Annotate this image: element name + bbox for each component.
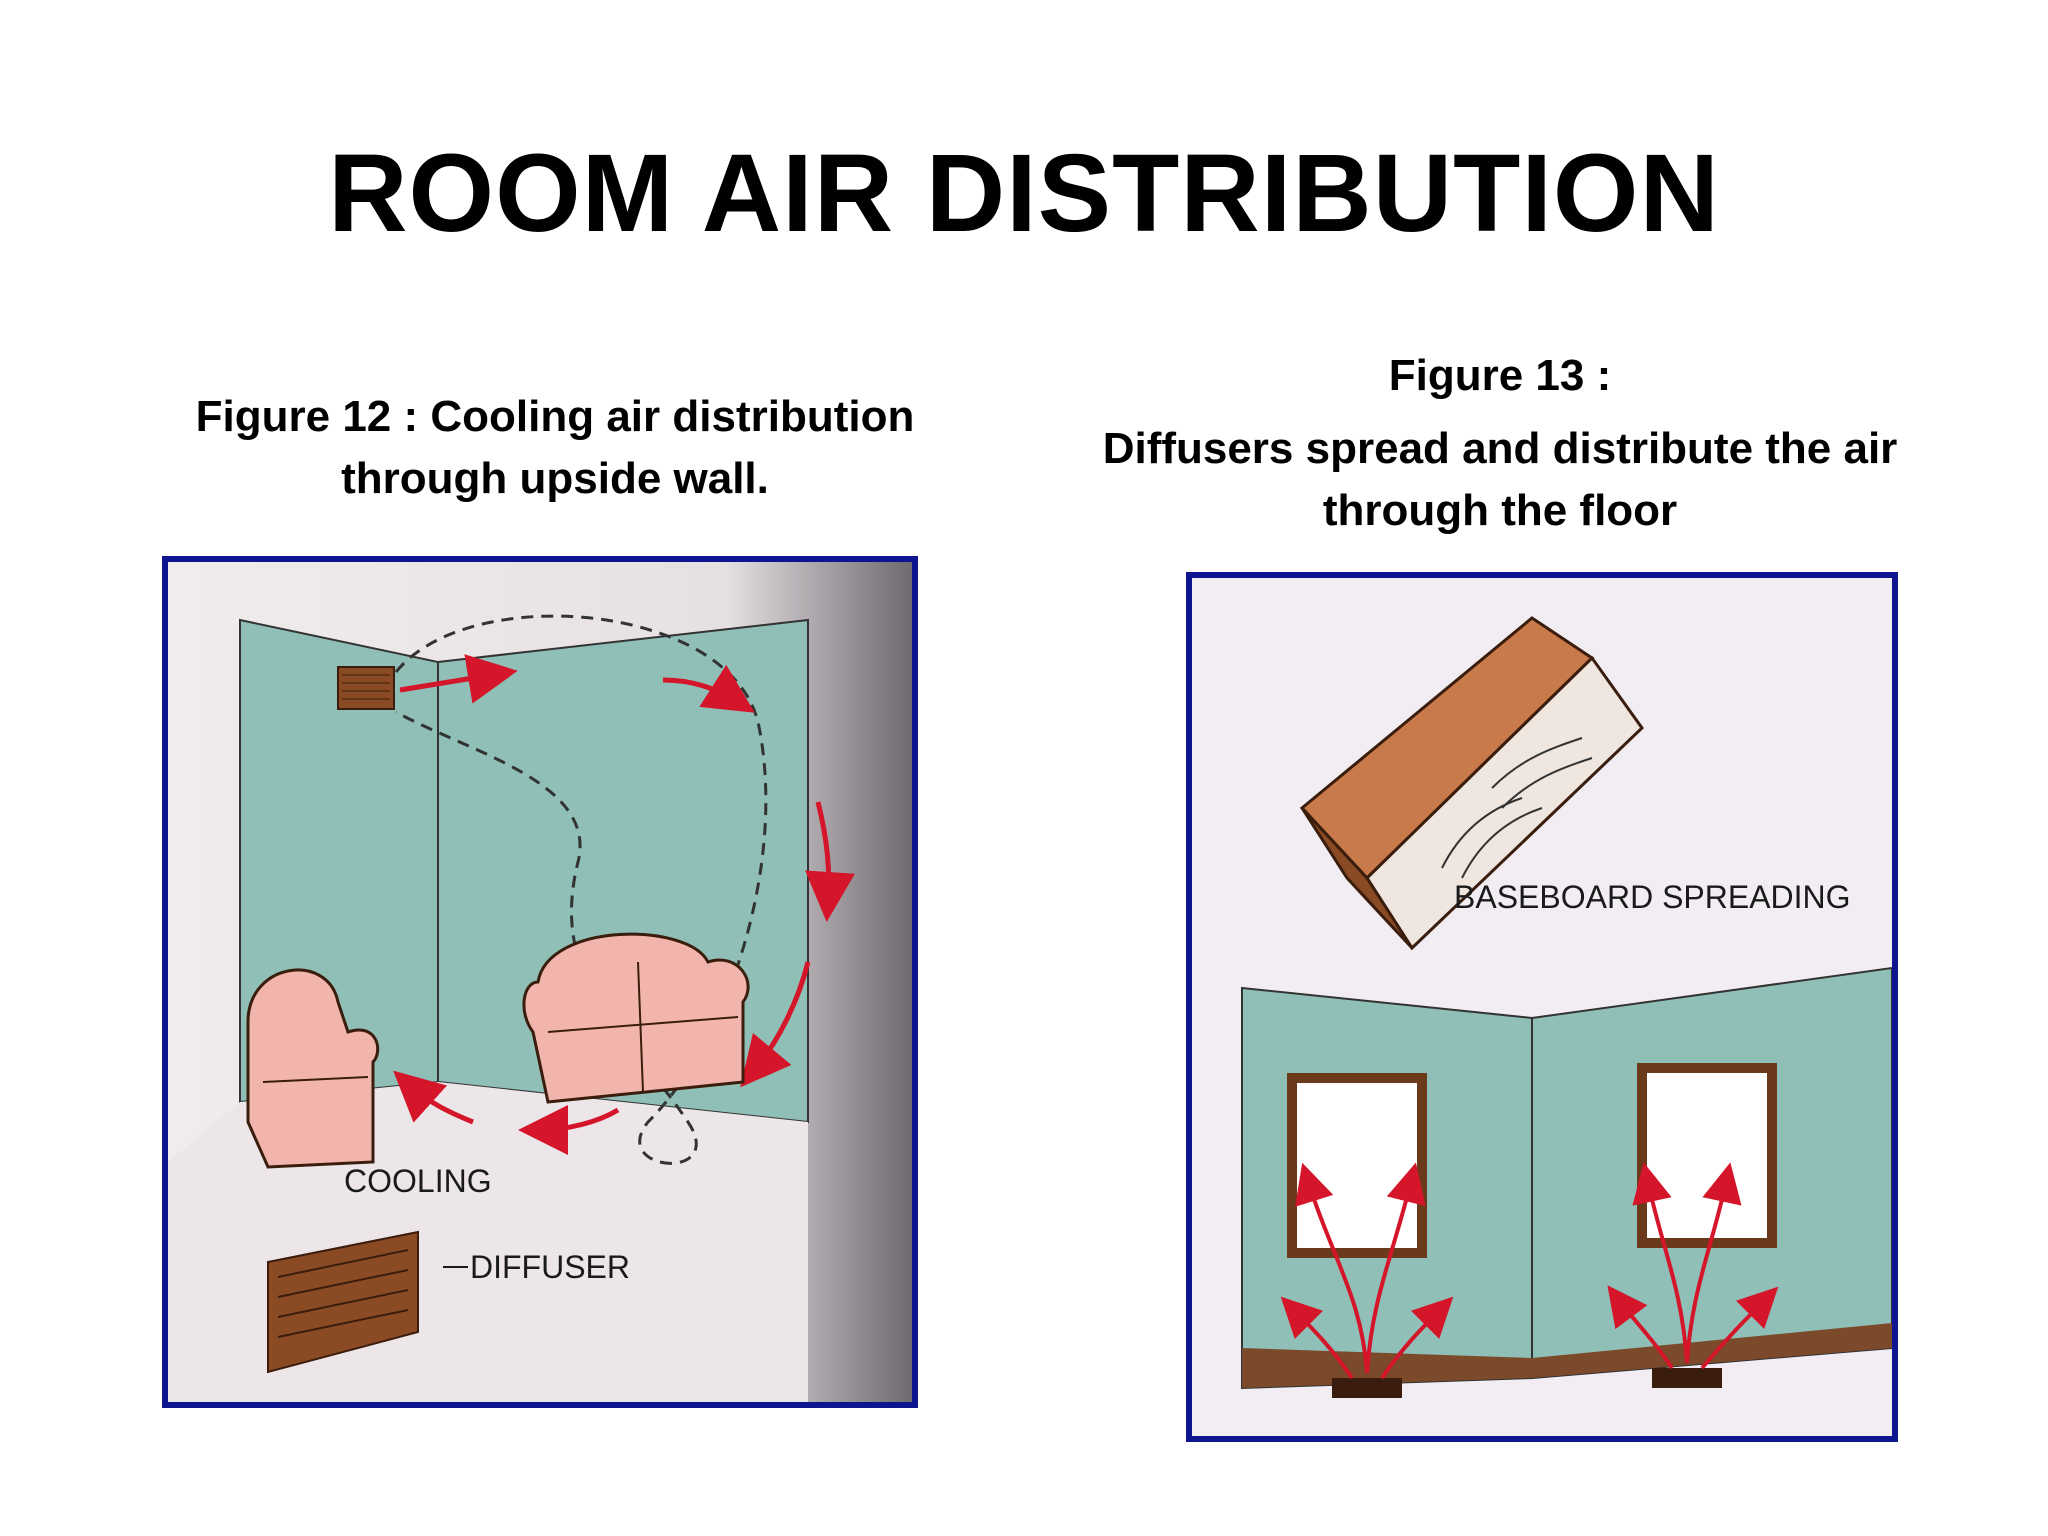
window-right bbox=[1637, 1063, 1777, 1248]
figure-12-illustration: COOLING DIFFUSER bbox=[162, 556, 918, 1408]
cooling-label: COOLING bbox=[344, 1163, 492, 1199]
figure-13-illustration: BASEBOARD SPREADING bbox=[1186, 572, 1898, 1442]
airflow-arrows-left bbox=[1280, 1162, 1454, 1380]
figure-13-caption-line-2: through the floor bbox=[1322, 486, 1678, 535]
floor-diffuser bbox=[267, 1230, 419, 1374]
slide-title: ROOM AIR DISTRIBUTION bbox=[328, 132, 1720, 255]
figure-13-drawing: BASEBOARD SPREADING bbox=[1192, 578, 1892, 1436]
armchair bbox=[246, 968, 380, 1169]
dashed-airflow-path bbox=[394, 614, 768, 1165]
diffuser-label: DIFFUSER bbox=[470, 1249, 630, 1285]
figure-13-caption: Diffusers spread and distribute the air … bbox=[1060, 418, 1940, 542]
floor-grille-left bbox=[1332, 1378, 1402, 1398]
figure-13-caption-heading: Figure 13 : bbox=[1388, 351, 1612, 400]
airflow-arrows bbox=[393, 654, 855, 1155]
floor-grille-right bbox=[1652, 1368, 1722, 1388]
figure-12-caption-line-2: through upside wall. bbox=[341, 454, 769, 503]
figure-13-caption-line-1: Diffusers spread and distribute the air bbox=[1102, 424, 1898, 473]
wall-supply-grille bbox=[337, 666, 395, 710]
figure-12-caption: Figure 12 : Cooling air distribution thr… bbox=[150, 386, 960, 510]
airflow-arrows-right bbox=[1607, 1162, 1779, 1370]
baseboard-spreading-label: BASEBOARD SPREADING bbox=[1454, 879, 1851, 915]
figure-12-caption-line-1: Figure 12 : Cooling air distribution bbox=[195, 392, 915, 441]
baseboard-unit bbox=[1299, 616, 1644, 951]
sofa bbox=[522, 932, 750, 1104]
figure-12-drawing: COOLING DIFFUSER bbox=[168, 562, 912, 1402]
window-left bbox=[1287, 1073, 1427, 1258]
